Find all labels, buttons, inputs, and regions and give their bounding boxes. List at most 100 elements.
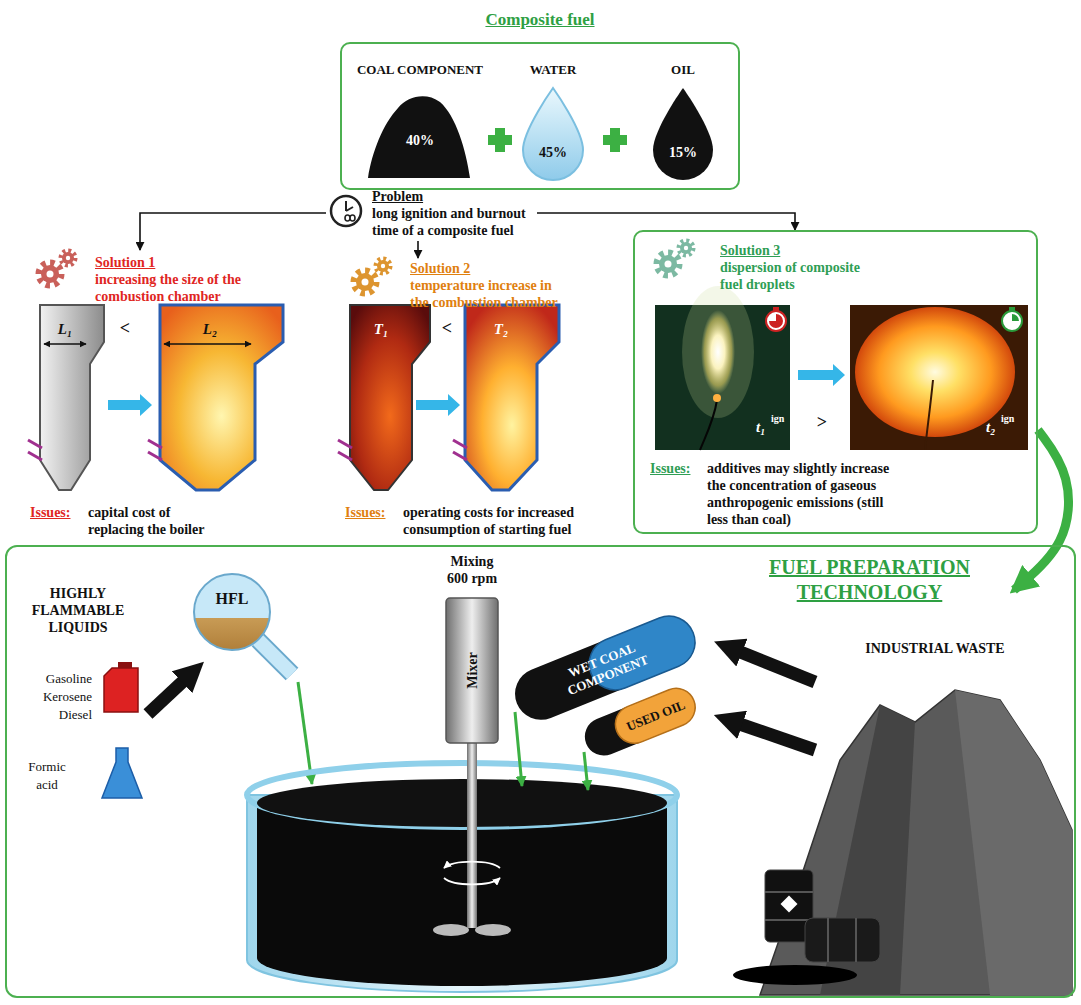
dimension-arrow xyxy=(44,343,86,344)
supply-arrow xyxy=(728,647,815,682)
solution-box: Solution 3dispersion of composite fuel d… xyxy=(633,230,1038,534)
barrel-band xyxy=(765,919,813,921)
solution-text: temperature increase in the combustion c… xyxy=(410,277,565,311)
mixer-blade xyxy=(475,924,511,936)
hot-boiler xyxy=(465,305,559,490)
flame xyxy=(701,310,735,394)
box-heading: Composite fuel xyxy=(342,10,738,30)
source-label: INDUSTRIAL WASTE xyxy=(860,640,1010,657)
component-label: WATER xyxy=(503,62,603,78)
waste-pile-shade xyxy=(955,690,1072,995)
fuel-can xyxy=(104,668,138,712)
time-label: t₁ xyxy=(756,418,765,436)
feed-arrow xyxy=(515,712,522,786)
connector-arrow xyxy=(417,241,419,258)
gear-body xyxy=(680,242,692,254)
issues-text: capital cost of replacing the boiler xyxy=(88,504,218,538)
barrel-band xyxy=(765,891,813,893)
slurry-surface xyxy=(257,779,667,827)
problem-heading: Problem xyxy=(372,188,537,205)
barrel-band xyxy=(855,918,857,962)
gear-body xyxy=(377,260,389,272)
time-label: t₂ xyxy=(986,418,995,436)
coal-pile xyxy=(368,96,470,178)
issues-text: operating costs for increased consumptio… xyxy=(403,504,583,538)
boiler-comparison xyxy=(28,305,283,490)
small-boiler xyxy=(40,305,104,490)
liquid-name: Gasoline xyxy=(20,670,92,688)
waste-pile xyxy=(760,690,1072,995)
connectors xyxy=(140,213,1069,590)
percentage: 40% xyxy=(395,132,445,149)
boiler-comparison xyxy=(338,305,559,490)
hazard-sign xyxy=(781,896,798,913)
rotation-arrow xyxy=(444,878,500,884)
flask-neck xyxy=(258,640,292,674)
rotation-arrow xyxy=(444,862,500,868)
component-label: OIL xyxy=(633,62,733,78)
gear-teeth xyxy=(354,271,376,293)
burner xyxy=(338,452,352,460)
comparison-sign: > xyxy=(812,412,832,432)
gear-hole xyxy=(66,256,70,260)
gear-icon xyxy=(354,259,390,293)
gear-hole xyxy=(47,271,54,278)
chemical-flask xyxy=(102,748,142,798)
transition-arrow xyxy=(108,394,152,416)
gear-hole xyxy=(684,246,688,250)
problem-text: long ignition and burnout time of a comp… xyxy=(372,205,537,239)
gear-body xyxy=(62,252,74,264)
technology-panel: FUEL PREPARATION TECHNOLOGY xyxy=(5,545,1076,998)
transition-arrow xyxy=(416,394,460,416)
barrel-band xyxy=(827,918,829,962)
clock-icon xyxy=(331,196,361,226)
liquid-name: Formic acid xyxy=(22,758,72,794)
oil-drop xyxy=(653,88,713,180)
mixer-body xyxy=(446,598,498,743)
tank-rim xyxy=(247,763,677,827)
clock-face xyxy=(331,196,361,226)
solution-heading: Solution 1 xyxy=(95,254,215,271)
group-label: HIGHLY FLAMMABLE LIQUIDS xyxy=(28,585,128,636)
container-body xyxy=(579,683,701,762)
issues-label: Issues: xyxy=(345,504,401,521)
dimension-arrow xyxy=(164,343,251,344)
gear-icon xyxy=(657,241,693,275)
solution-text: dispersion of composite fuel droplets xyxy=(720,259,870,293)
gear-hole xyxy=(381,264,385,268)
gear-body xyxy=(356,273,374,291)
burner xyxy=(28,452,42,460)
oil-spill xyxy=(733,965,857,985)
comparison-sign: < xyxy=(437,318,457,338)
mixer-label: Mixer xyxy=(464,630,481,710)
connector-arrow xyxy=(537,213,795,230)
can-handle xyxy=(118,662,132,668)
container-label: USED OIL xyxy=(616,694,696,739)
burner xyxy=(453,440,467,448)
flask-label: HFL xyxy=(207,590,257,608)
water-drop xyxy=(523,88,583,180)
gear-teeth xyxy=(376,259,390,273)
cool-boiler xyxy=(350,305,430,490)
container-label-band xyxy=(610,683,701,749)
issues-label: Issues: xyxy=(30,504,86,521)
liquid-name: Kerosene xyxy=(20,688,92,706)
solution-panel: Solution 1increasing the size of the com… xyxy=(30,250,305,540)
feed-arrow xyxy=(298,682,312,784)
issues-label: Issues: xyxy=(650,460,706,477)
superscript: ign xyxy=(771,413,784,424)
problem-statement: Problemlong ignition and burnout time of… xyxy=(326,188,537,241)
plus-sign xyxy=(495,128,505,152)
temperature-label: T₁ xyxy=(361,320,401,338)
solution-text: increasing the size of the combustion ch… xyxy=(95,271,265,305)
holder-wire xyxy=(700,400,717,450)
burner xyxy=(148,452,162,460)
burner xyxy=(28,440,42,448)
dimension-label: L₂ xyxy=(190,320,230,338)
fireball xyxy=(855,307,1015,437)
gear-body xyxy=(659,255,677,273)
solution-heading: Solution 3 xyxy=(720,242,840,259)
stopwatch-face xyxy=(766,311,786,331)
flask-neck xyxy=(258,640,292,674)
